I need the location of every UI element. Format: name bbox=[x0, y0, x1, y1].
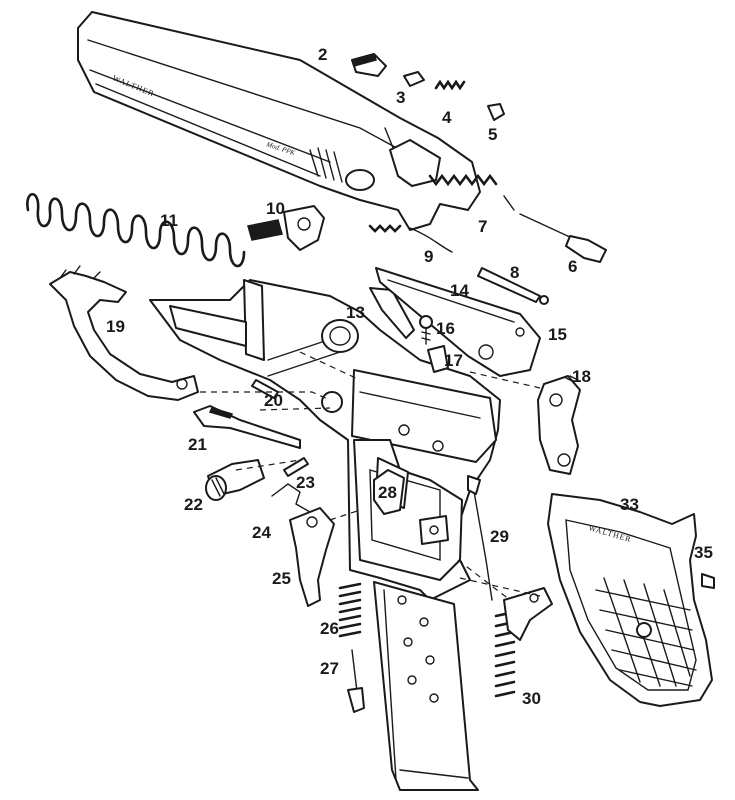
label-part-28: 28 bbox=[378, 483, 397, 502]
part-2-rear-sight bbox=[351, 53, 387, 77]
part-35-screw bbox=[701, 573, 715, 589]
part-8-rod bbox=[477, 267, 549, 305]
part-5-plunger bbox=[487, 103, 505, 121]
part-4-spring bbox=[434, 79, 466, 91]
part-3-pin bbox=[403, 71, 425, 87]
label-part-19: 19 bbox=[106, 317, 125, 336]
label-part-30: 30 bbox=[522, 689, 541, 708]
magazine bbox=[373, 581, 479, 791]
label-part-10: 10 bbox=[266, 199, 285, 218]
label-part-2: 2 bbox=[318, 45, 327, 64]
part-25-trigger bbox=[289, 507, 335, 607]
label-part-7: 7 bbox=[478, 217, 487, 236]
part-9-spring bbox=[368, 224, 453, 253]
label-part-8: 8 bbox=[510, 263, 519, 282]
label-part-17: 17 bbox=[444, 351, 463, 370]
label-part-22: 22 bbox=[184, 495, 203, 514]
part-23-pin bbox=[283, 457, 309, 477]
label-part-9: 9 bbox=[424, 247, 433, 266]
slide: WALTHER Mod. PPK bbox=[77, 11, 481, 231]
label-part-16: 16 bbox=[436, 319, 455, 338]
label-part-29: 29 bbox=[490, 527, 509, 546]
part-7-firing-pin-spring bbox=[428, 173, 515, 211]
part-24-spring-wire bbox=[271, 483, 311, 513]
label-part-4: 4 bbox=[442, 108, 452, 127]
part-17-catch bbox=[427, 345, 449, 373]
part-22-mag-release bbox=[205, 459, 265, 501]
part-labels: 2 3 4 5 6 7 8 9 10 11 13 14 15 16 17 18 … bbox=[106, 45, 713, 708]
label-part-13: 13 bbox=[346, 303, 365, 322]
label-part-27: 27 bbox=[320, 659, 339, 678]
label-part-21: 21 bbox=[188, 435, 207, 454]
part-28-sear bbox=[373, 469, 405, 515]
part-27-guide bbox=[347, 649, 365, 713]
label-part-20: 20 bbox=[264, 391, 283, 410]
label-part-35: 35 bbox=[694, 543, 713, 562]
label-part-33: 33 bbox=[620, 495, 639, 514]
assembly-lines bbox=[200, 351, 541, 601]
label-part-3: 3 bbox=[396, 88, 405, 107]
part-26-spring bbox=[338, 582, 362, 638]
part-15-block bbox=[375, 267, 541, 377]
label-part-5: 5 bbox=[488, 125, 497, 144]
part-21-lever bbox=[193, 405, 301, 449]
part-16-screw bbox=[419, 315, 433, 345]
part-33-grip: WALTHER bbox=[547, 493, 713, 707]
label-part-6: 6 bbox=[568, 257, 577, 276]
label-part-15: 15 bbox=[548, 325, 567, 344]
latch-bracket bbox=[503, 587, 553, 641]
label-part-24: 24 bbox=[252, 523, 271, 542]
part-11-recoil-spring bbox=[26, 192, 246, 268]
label-part-14: 14 bbox=[450, 281, 469, 300]
label-part-23: 23 bbox=[296, 473, 315, 492]
part-20-pin bbox=[251, 379, 279, 399]
label-part-18: 18 bbox=[572, 367, 591, 386]
label-part-26: 26 bbox=[320, 619, 339, 638]
label-part-25: 25 bbox=[272, 569, 291, 588]
label-part-11: 11 bbox=[160, 211, 178, 230]
part-18-hammer bbox=[537, 375, 581, 475]
part-10-safety bbox=[247, 205, 325, 251]
part-6-firing-pin bbox=[519, 213, 607, 263]
part-29-rod bbox=[467, 475, 493, 601]
part-19-trigger-guard bbox=[49, 265, 199, 401]
